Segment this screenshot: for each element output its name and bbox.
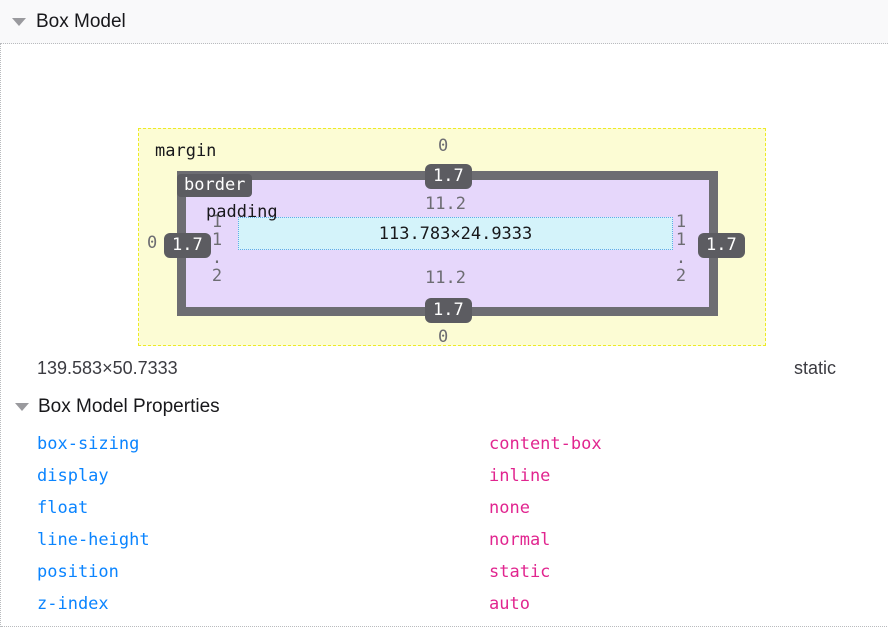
property-name[interactable]: position — [37, 562, 119, 582]
table-row[interactable]: line-height normal — [1, 524, 888, 556]
padding-right-value[interactable]: 11.2 — [671, 212, 691, 284]
border-top-value[interactable]: 1.7 — [425, 164, 472, 189]
content-dimensions: 113.783×24.9333 — [378, 223, 533, 244]
property-name[interactable]: z-index — [37, 594, 109, 614]
padding-top-value[interactable]: 11.2 — [425, 194, 466, 214]
element-dimensions: 139.583×50.7333 — [37, 357, 178, 378]
padding-bottom-value[interactable]: 11.2 — [425, 268, 466, 288]
table-row[interactable]: box-sizing content-box — [1, 428, 888, 460]
property-value[interactable]: content-box — [489, 434, 602, 454]
margin-label: margin — [155, 141, 217, 161]
table-row[interactable]: z-index auto — [1, 588, 888, 620]
element-position: static — [793, 357, 836, 378]
property-value[interactable]: inline — [489, 466, 551, 486]
property-value[interactable]: normal — [489, 530, 551, 550]
border-right-value[interactable]: 1.7 — [698, 233, 745, 258]
margin-top-value[interactable]: 0 — [438, 136, 449, 156]
triangle-down-icon[interactable] — [15, 403, 29, 411]
margin-bottom-value[interactable]: 0 — [438, 327, 449, 347]
property-value[interactable]: none — [489, 498, 530, 518]
padding-left-value[interactable]: 11.2 — [207, 212, 227, 284]
property-name[interactable]: box-sizing — [37, 434, 140, 454]
property-name[interactable]: display — [37, 466, 109, 486]
property-name[interactable]: line-height — [37, 530, 150, 550]
margin-left-value[interactable]: 0 — [147, 233, 158, 253]
properties-title: Box Model Properties — [38, 396, 220, 417]
box-model-panel-header[interactable]: Box Model — [0, 0, 888, 44]
box-model-diagram: margin 113.783×24.9333 border padding 0 … — [1, 44, 888, 347]
property-name[interactable]: float — [37, 498, 89, 518]
content-region[interactable]: 113.783×24.9333 — [238, 217, 673, 250]
border-label: border — [177, 174, 253, 197]
border-left-value[interactable]: 1.7 — [164, 233, 211, 258]
triangle-down-icon[interactable] — [12, 17, 26, 26]
padding-label: padding — [206, 202, 278, 222]
table-row[interactable]: display inline — [1, 460, 888, 492]
border-bottom-value[interactable]: 1.7 — [425, 298, 472, 323]
properties-list: box-sizing content-box display inline fl… — [1, 422, 888, 620]
box-model-summary: 139.583×50.7333 static — [1, 344, 888, 392]
box-model-properties-header[interactable]: Box Model Properties — [1, 392, 888, 422]
panel-body: margin 113.783×24.9333 border padding 0 … — [0, 44, 888, 627]
border-region[interactable]: 113.783×24.9333 — [177, 171, 718, 316]
page-title: Box Model — [36, 10, 126, 32]
property-value[interactable]: auto — [489, 594, 530, 614]
table-row[interactable]: float none — [1, 492, 888, 524]
table-row[interactable]: position static — [1, 556, 888, 588]
property-value[interactable]: static — [489, 562, 551, 582]
